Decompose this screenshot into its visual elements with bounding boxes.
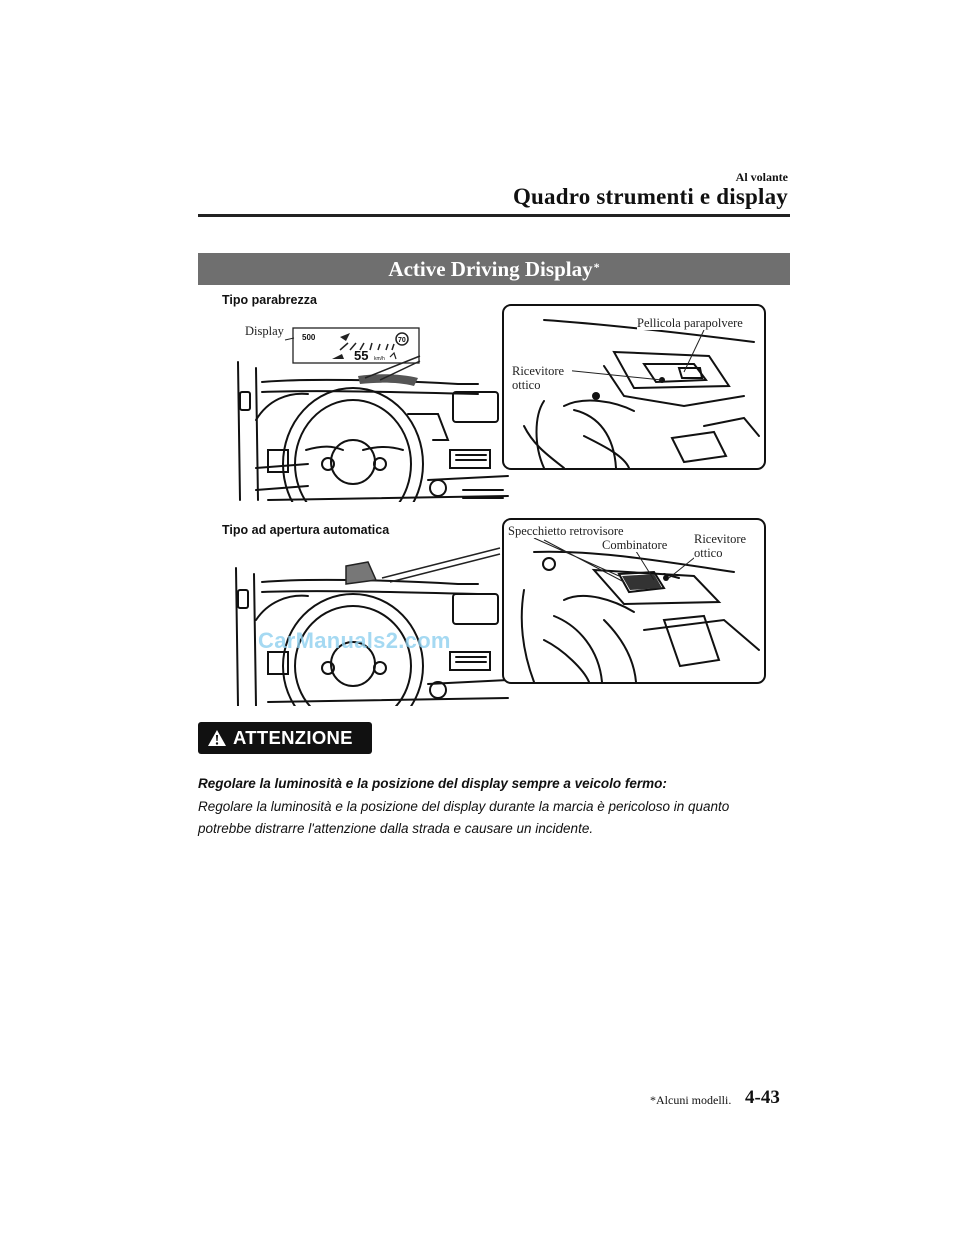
page-number: 4-43 [745,1087,780,1108]
footnote: *Alcuni modelli. [650,1093,732,1107]
hud-nav-distance: 500 [302,333,316,342]
section-asterisk: * [593,259,600,274]
callout-mirror: Specchietto retrovisore [508,524,624,538]
callout-combiner: Combinatore [602,538,668,552]
warning-label: ATTENZIONE [233,727,353,748]
header-divider [198,214,790,217]
hud-speed: 55 [354,348,368,363]
hud-display-image: 500 70 55 km/h [292,327,420,364]
hud-speed-unit: km/h [374,356,385,362]
hud-speed-limit: 70 [398,337,406,344]
warning-triangle-icon [208,730,226,746]
callout-optical-receiver-1: Ricevitore ottico [512,364,572,392]
figure2-dashboard-illustration [235,561,509,706]
figure2-label: Tipo ad apertura automatica [222,523,390,537]
page-title: Quadro strumenti e display [512,184,788,209]
figure2-leader-lines [381,547,501,583]
callout-display: Display [245,324,284,338]
section-banner: Active Driving Display* [198,253,790,285]
warning-badge: ATTENZIONE [198,722,372,754]
figure1-leader-lines [284,337,421,381]
figure1-detail-inset: Pellicola parapolvere Ricevitore ottico [502,304,766,470]
callout-optical-receiver-2: Ricevitore ottico [694,532,760,560]
warning-body: Regolare la luminosità e la posizione de… [198,799,730,836]
section-title: Active Driving Display [388,256,593,281]
chapter-label: Al volante [735,170,788,184]
callout-dust-film: Pellicola parapolvere [637,316,743,330]
figure1-dashboard-illustration [237,361,509,502]
warning-heading: Regolare la luminosità e la posizione de… [198,776,667,791]
figure2-detail-inset: Specchietto retrovisore Combinatore Rice… [502,518,766,684]
watermark: CarManuals2.com [258,628,451,653]
figure1-label: Tipo parabrezza [222,293,317,307]
